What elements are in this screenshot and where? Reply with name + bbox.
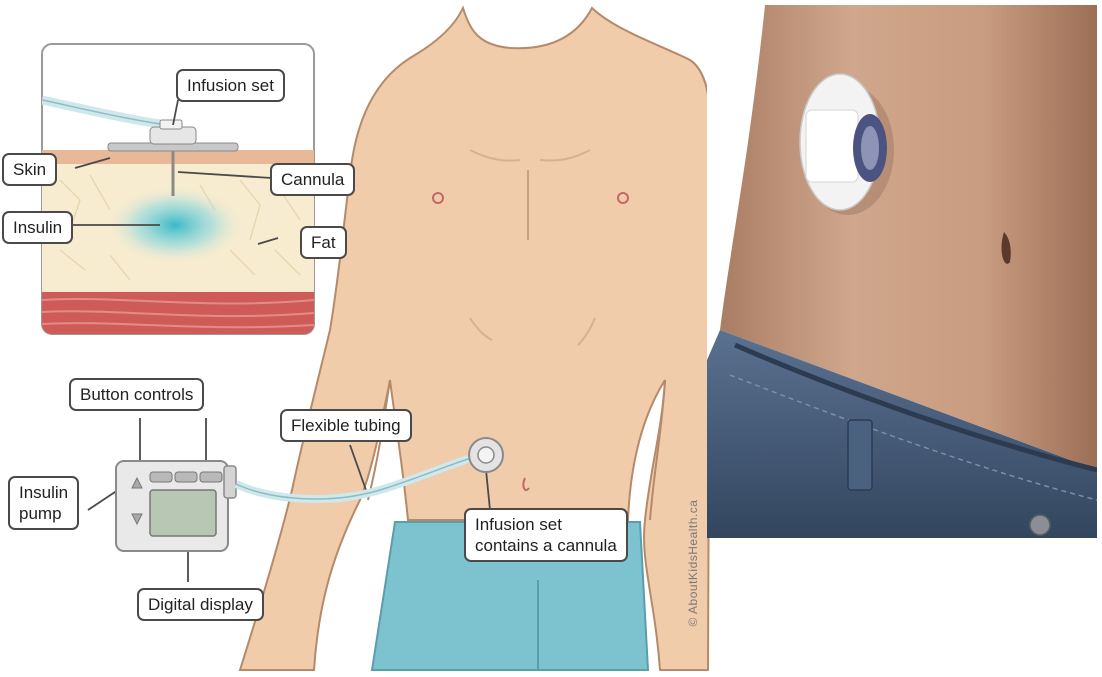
- abdomen-photo: [707, 5, 1097, 538]
- label-button-controls: Button controls: [69, 378, 204, 411]
- label-cannula: Cannula: [270, 163, 355, 196]
- label-infusion-set: Infusion set: [176, 69, 285, 102]
- label-infusion-set-cannula-line1: Infusion set: [475, 514, 617, 535]
- jeans-belt-loop: [848, 420, 872, 490]
- label-skin: Skin: [2, 153, 57, 186]
- label-fat: Fat: [300, 226, 347, 259]
- skin-layer: [42, 150, 314, 164]
- jeans-button: [1030, 515, 1050, 535]
- label-insulin-pump-line2: pump: [19, 503, 68, 524]
- pump-button-3: [200, 472, 222, 482]
- label-insulin-pump-line1: Insulin: [19, 482, 68, 503]
- copyright-credit-text: © AboutKidsHealth.ca: [686, 499, 700, 626]
- insulin-pump: [116, 461, 236, 551]
- infusion-set-on-body: [469, 438, 503, 472]
- label-flexible-tubing: Flexible tubing: [280, 409, 412, 442]
- copyright-credit: © AboutKidsHealth.ca: [683, 455, 703, 670]
- label-insulin-pump: Insulin pump: [8, 476, 79, 530]
- label-infusion-set-cannula: Infusion set contains a cannula: [464, 508, 628, 562]
- pump-button-2: [175, 472, 197, 482]
- pump-button-1: [150, 472, 172, 482]
- infusion-set-hub: [150, 127, 196, 144]
- label-insulin: Insulin: [2, 211, 73, 244]
- label-infusion-set-cannula-line2: contains a cannula: [475, 535, 617, 556]
- pump-display: [150, 490, 216, 536]
- label-digital-display: Digital display: [137, 588, 264, 621]
